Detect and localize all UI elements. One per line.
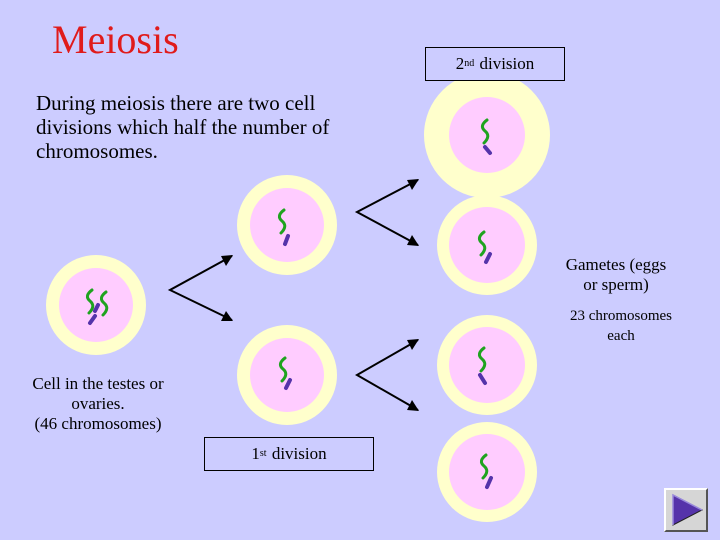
division-word: division [475,54,535,73]
chromosome [278,356,288,383]
arrowhead [407,400,419,411]
daughter-cell-bottom [237,325,337,425]
cell-nucleus [449,327,525,403]
arrowhead [407,235,419,246]
parent-cell-caption: Cell in the testes or ovaries. (46 chrom… [8,374,188,434]
chromosome [284,378,292,390]
arrowhead [407,339,419,350]
arrowhead [221,311,233,321]
daughter-cell-top [237,175,337,275]
next-slide-button[interactable] [664,488,708,532]
chromosome [88,314,97,325]
chromosome [477,346,487,373]
caption-line: Cell in the testes or [32,374,164,393]
caption-line: or sperm) [583,275,649,294]
chromosome [283,234,290,246]
caption-line: (46 chromosomes) [34,414,162,433]
chromosome [483,145,492,155]
gamete-cell-2 [437,195,537,295]
chromosome [477,230,487,257]
chromosome [478,373,487,385]
cell-nucleus [250,188,324,262]
chromosome [85,288,95,315]
division-arrow [167,255,233,321]
parent-cell [46,255,146,355]
gamete-cell-1 [424,72,550,198]
chromosome [480,118,490,145]
gametes-caption: Gametes (eggs or sperm) [549,255,683,295]
chromosome [485,476,493,489]
division-arrow [354,179,419,246]
caption-line: 23 chromosomes [569,308,673,324]
gamete-cell-3 [437,315,537,415]
gamete-cell-4 [437,422,537,522]
second-division-arrows-bottom [354,339,419,411]
caption-line: each [607,328,635,344]
chromosome-count-caption: 23 chromosomes each [554,306,688,346]
chromosome [93,303,100,313]
intro-text: During meiosis there are two cell divisi… [36,91,330,163]
play-triangle-icon [672,493,704,526]
caption-line: Gametes (eggs [565,255,667,274]
division-number: 1 [251,444,260,463]
division-word: division [267,444,327,463]
division-arrow [354,339,419,411]
chromosome [99,290,109,317]
arrowhead [407,179,419,190]
cell-nucleus [449,207,525,283]
second-division-arrows-top [354,179,419,246]
slide-title: Meiosis [52,17,179,62]
division-number: 2 [455,54,465,73]
chromosome [479,453,489,480]
chromosome [277,208,287,235]
chromosome [484,252,492,264]
caption-line: ovaries. [71,394,125,413]
first-division-arrows [167,255,233,321]
arrowhead [221,255,233,266]
